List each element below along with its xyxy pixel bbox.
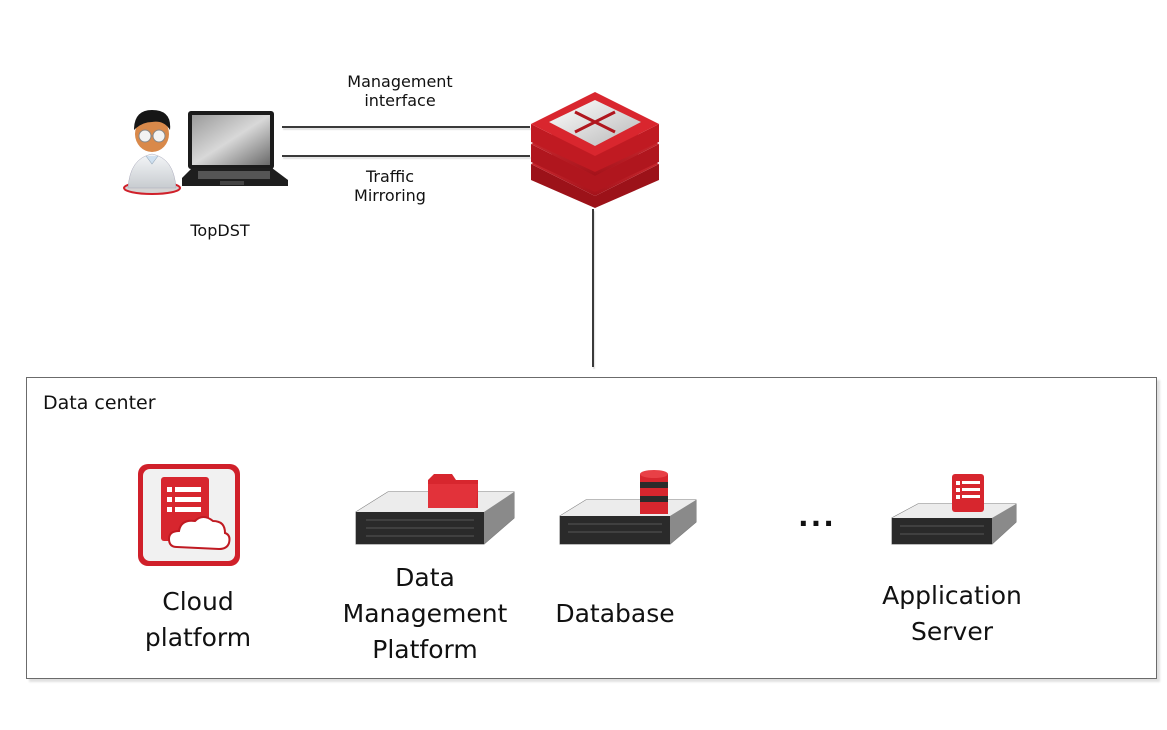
label-line: Data: [395, 563, 455, 592]
switch-to-datacenter-link: [592, 209, 594, 367]
switch-node[interactable]: [527, 84, 663, 209]
topdst-node[interactable]: [120, 100, 300, 200]
label-line: Application: [882, 581, 1022, 610]
label-line: Management: [342, 599, 508, 628]
user-with-laptop-icon: [123, 110, 288, 195]
database-node[interactable]: [556, 468, 698, 548]
label-line: interface: [364, 91, 436, 111]
label-line: Management: [347, 72, 453, 91]
cloud-platform-node[interactable]: [137, 463, 241, 567]
topdst-label: TopDST: [190, 221, 250, 240]
data-center-title: Data center: [43, 392, 156, 414]
label-line: Traffic: [365, 167, 415, 186]
application-server-node[interactable]: [888, 472, 1020, 548]
cloud-document-icon: [138, 464, 240, 566]
cloud-platform-label: Cloud platform: [120, 584, 276, 656]
data-management-platform-node[interactable]: [348, 466, 516, 550]
data-management-platform-label: Data Management Platform: [330, 560, 520, 668]
management-interface-link: [282, 126, 530, 128]
database-label: Database: [555, 599, 675, 628]
label-line: platform: [144, 623, 252, 652]
server-database-icon: [559, 470, 697, 545]
server-folder-icon: [355, 474, 515, 545]
label-line: Mirroring: [354, 186, 426, 206]
more-nodes-ellipsis: ...: [798, 500, 836, 533]
management-interface-label: Management interface: [330, 72, 470, 110]
network-switch-icon: [531, 92, 659, 208]
application-server-label: Application Server: [862, 578, 1042, 650]
label-line: Platform: [372, 635, 478, 664]
label-line: Server: [911, 617, 993, 646]
label-line: Cloud: [162, 587, 234, 616]
server-document-icon: [891, 474, 1017, 545]
traffic-mirroring-label: Traffic Mirroring: [330, 167, 450, 205]
traffic-mirroring-link: [282, 155, 530, 157]
